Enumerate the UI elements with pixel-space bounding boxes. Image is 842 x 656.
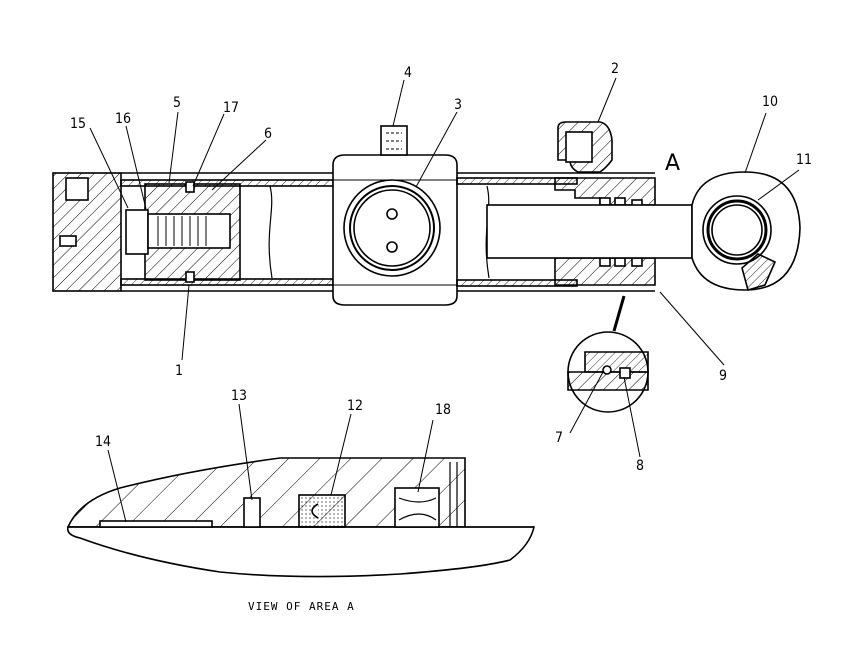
wear-ring — [99, 520, 213, 528]
callout-8: 8 — [636, 458, 644, 474]
piston-rod — [486, 204, 693, 259]
trunnion-bearing — [343, 179, 441, 277]
callout-3: 3 — [454, 97, 462, 113]
callout-1: 1 — [175, 363, 183, 379]
callout-14: 14 — [95, 434, 111, 450]
callout-16: 16 — [115, 111, 131, 127]
callout-6: 6 — [264, 126, 272, 142]
wiper-seal — [394, 487, 440, 528]
callout-12: 12 — [347, 398, 363, 414]
trunnion-block — [332, 154, 458, 306]
callout-18: 18 — [435, 402, 451, 418]
piston-bolt — [147, 213, 231, 249]
area-letter: A — [665, 151, 680, 176]
callout-10: 10 — [762, 94, 778, 110]
rod-eye-fitting — [741, 253, 777, 291]
area-a-section — [66, 457, 535, 578]
callout-4: 4 — [404, 65, 412, 81]
callout-13: 13 — [231, 388, 247, 404]
rod-seal — [298, 494, 346, 528]
callout-labels: 1 2 3 4 5 6 7 8 9 10 11 12 13 14 15 16 1… — [70, 61, 812, 613]
callout-5: 5 — [173, 95, 181, 111]
section-caption: VIEW OF AREA A — [248, 600, 355, 613]
callout-17: 17 — [223, 100, 239, 116]
cylinder-assembly — [52, 121, 801, 413]
callout-11: 11 — [796, 152, 812, 168]
callout-7: 7 — [555, 430, 563, 446]
bolt-head — [125, 209, 149, 255]
snap-ring — [243, 497, 261, 528]
callout-15: 15 — [70, 116, 86, 132]
callout-9: 9 — [719, 368, 727, 384]
section-rod — [66, 526, 535, 578]
callout-2: 2 — [611, 61, 619, 77]
section-body — [66, 457, 466, 528]
leader-lines — [89, 77, 800, 523]
